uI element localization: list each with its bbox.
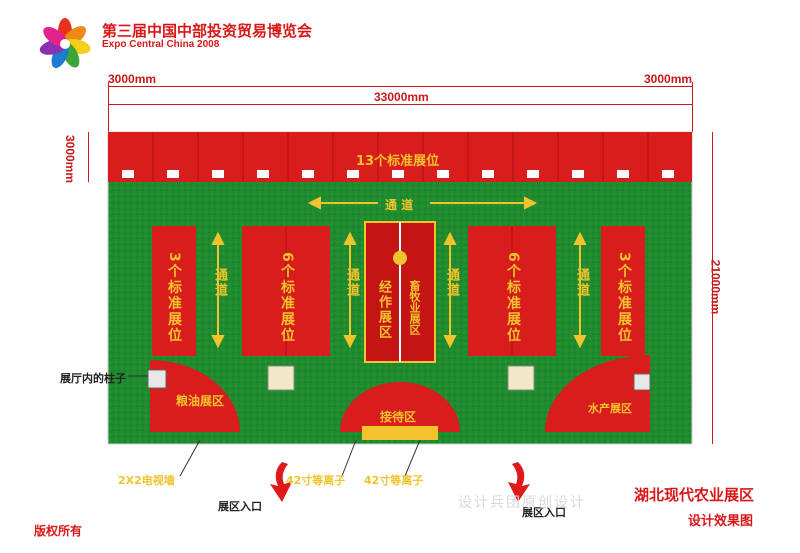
- pillar-box: [147, 369, 167, 389]
- left-booth-block: [152, 226, 196, 356]
- expo-logo: [36, 18, 94, 70]
- callout-plasma-right: 42寸等离子: [364, 474, 424, 487]
- right-booth-block: [601, 226, 645, 356]
- callout-tv-wall: 2X2电视墙: [118, 474, 175, 487]
- header-title: 第三届中国中部投资贸易博览会: [102, 22, 313, 40]
- dimension-line-right-vert: [712, 132, 713, 444]
- kiosk-left: [267, 365, 295, 391]
- dimension-line-top: [108, 104, 692, 105]
- kiosk-right: [507, 365, 535, 391]
- callout-pillar: 展厅内的柱子: [60, 372, 126, 385]
- dimension-total-width: 33000mm: [374, 90, 429, 104]
- zone-top-row: 13个标准展位: [356, 154, 440, 169]
- dimension-tick-left: [108, 82, 109, 132]
- pillar-box-right: [633, 373, 651, 391]
- dimension-line-sub: [108, 86, 692, 87]
- callout-entrance-left: 展区入口: [218, 500, 262, 513]
- reception-desk: [362, 426, 438, 440]
- zone-block-c: 6个标准展位: [505, 252, 521, 344]
- zone-aquatic: 水产展区: [588, 402, 632, 415]
- header-subtitle: Expo Central China 2008: [102, 39, 220, 50]
- callout-entrance-right: 展区入口: [522, 506, 566, 519]
- design-label: 设计效果图: [688, 514, 754, 529]
- callout-lines: [128, 375, 421, 477]
- top-booth-desks: [122, 170, 674, 178]
- expo-logo-graphic: [39, 18, 91, 69]
- zone-right-block: 3个标准展位: [616, 252, 632, 344]
- dimension-tick-right: [692, 82, 693, 132]
- project-title: 湖北现代农业展区: [634, 486, 755, 504]
- dimension-right-width: 3000mm: [644, 72, 693, 86]
- zone-left-block: 3个标准展位: [166, 252, 182, 344]
- aisle-vertical-arrows: [211, 231, 587, 349]
- zone-center-b: 畜牧业展区: [408, 280, 421, 335]
- callout-plasma-left: 42寸等离子: [286, 474, 346, 487]
- dimension-left-width: 3000mm: [108, 72, 157, 86]
- aisle-top-arrow: [307, 196, 538, 210]
- aquatic-zone: [545, 355, 650, 432]
- entrance-arrows: [270, 462, 530, 502]
- zone-left-aisle: 通道: [212, 268, 227, 298]
- zone-grain-oil: 粮油展区: [176, 394, 225, 408]
- grain-oil-zone: [150, 360, 240, 432]
- reception-zone: [340, 382, 460, 432]
- zone-right-aisle: 通道: [574, 268, 589, 298]
- top-booth-dividers: [152, 132, 649, 182]
- zone-block-b: 6个标准展位: [279, 252, 295, 344]
- watermark: 设计兵团原创设计: [458, 495, 586, 511]
- zone-center-aisle-left: 通道: [344, 268, 359, 298]
- zone-center-a: 经作展区: [376, 280, 391, 340]
- zone-reception: 接待区: [380, 410, 417, 424]
- zone-aisle-top: 通 道: [385, 198, 414, 212]
- copyright: 版权所有: [34, 524, 83, 538]
- dimension-line-left-vert: [88, 132, 89, 182]
- zone-center-aisle-right: 通道: [444, 268, 459, 298]
